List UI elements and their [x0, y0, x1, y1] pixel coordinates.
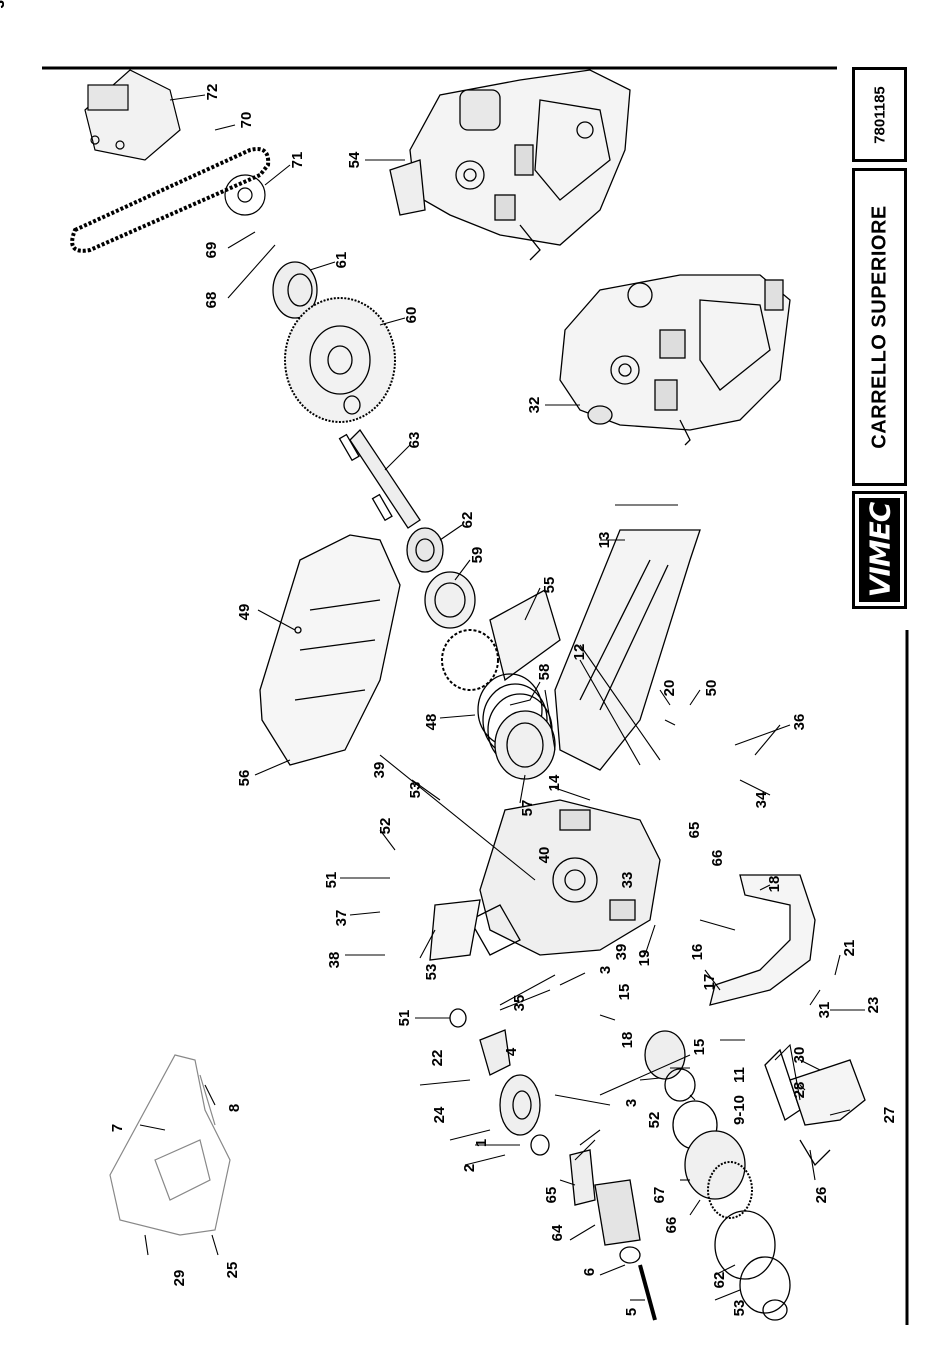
callout-label: 6 — [581, 1268, 598, 1276]
callout-label: 69 — [203, 242, 220, 259]
callout-label: 65 — [543, 1187, 560, 1204]
callout-label: 32 — [526, 397, 543, 414]
callout-label: 33 — [619, 872, 636, 889]
assembly-40-drawing — [390, 70, 630, 260]
brand-logo-text: VIMEC — [863, 503, 896, 598]
title-box: CARRELLO SUPERIORE — [852, 168, 907, 486]
callout-label: 54 — [346, 151, 363, 168]
gear-train-drawing — [273, 262, 420, 528]
cover-49-drawing — [260, 535, 400, 765]
callout-label: 30 — [791, 1047, 808, 1064]
callout-label: 62 — [711, 1272, 728, 1289]
callout-label: 48 — [423, 714, 440, 731]
assembly-33-drawing — [560, 275, 790, 445]
callout-label: 53 — [407, 782, 424, 799]
callout-label: 31 — [816, 1002, 833, 1019]
callout-label: 18 — [766, 876, 783, 893]
callout-label: 17 — [701, 974, 718, 991]
callout-label: 24 — [431, 1106, 448, 1123]
callout-label: 19 — [636, 950, 653, 967]
callout-label: 39 — [371, 762, 388, 779]
callout-label: 62 — [459, 512, 476, 529]
callout-label: 3 — [623, 1099, 640, 1107]
lower-shaft-drawing — [450, 1009, 655, 1320]
callout-label: 65 — [686, 822, 703, 839]
callout-label: 27 — [881, 1107, 898, 1124]
callout-label: 4 — [503, 1047, 520, 1056]
callout-label: 56 — [236, 770, 253, 787]
callout-label: 38 — [0, 0, 8, 8]
callout-label: 18 — [619, 1032, 636, 1049]
callout-label: 57 — [519, 800, 536, 817]
callout-label: 49 — [236, 604, 253, 621]
callout-label: 40 — [536, 847, 553, 864]
callout-label: 72 — [204, 84, 221, 101]
callout-label: 9-10 — [731, 1095, 748, 1125]
callout-label: 71 — [289, 152, 306, 169]
callout-label: 58 — [536, 664, 553, 681]
bracket-21-drawing — [710, 875, 815, 1005]
drawing-code: 7801185 — [871, 86, 888, 144]
callout-label: 63 — [406, 432, 423, 449]
callout-label: 60 — [403, 307, 420, 324]
callout-label: 8 — [226, 1104, 243, 1112]
callout-label: 5 — [623, 1308, 640, 1316]
callout-label: 53 — [423, 964, 440, 981]
callout-label: 36 — [791, 714, 808, 731]
callout-label: 64 — [549, 1224, 566, 1241]
callout-label: 16 — [689, 944, 706, 961]
callout-label: 13 — [596, 532, 613, 549]
callout-label: 20 — [661, 680, 678, 697]
callout-label: 61 — [333, 252, 350, 269]
callout-label: 59 — [469, 547, 486, 564]
callout-label: 50 — [703, 680, 720, 697]
callout-label: 52 — [646, 1112, 663, 1129]
callout-label: 70 — [238, 112, 255, 129]
callout-label: 2 — [461, 1164, 478, 1172]
callout-label: 66 — [663, 1217, 680, 1234]
callout-label: 22 — [429, 1050, 446, 1067]
callout-label: 68 — [203, 292, 220, 309]
callout-label: 12 — [571, 644, 588, 661]
callout-label: 11 — [731, 1067, 748, 1083]
callout-label: 52 — [377, 818, 394, 835]
callout-label: 7 — [109, 1124, 126, 1132]
callout-label: 25 — [224, 1262, 241, 1279]
callout-label: 51 — [396, 1010, 413, 1027]
callout-label: 51 — [323, 872, 340, 889]
callout-label: 34 — [753, 791, 770, 808]
callout-label: 53 — [731, 1300, 748, 1317]
callout-label: 29 — [171, 1270, 188, 1287]
brand-logo-box: VIMEC — [852, 491, 907, 609]
callout-label: 21 — [841, 940, 858, 957]
callout-label: 35 — [511, 995, 528, 1012]
callout-label: 26 — [813, 1187, 830, 1204]
drawing-title: CARRELLO SUPERIORE — [868, 205, 891, 448]
spring-group-drawing — [478, 674, 555, 779]
callout-label: 23 — [865, 997, 882, 1014]
drawing-code-box: 7801185 — [852, 67, 907, 162]
chain-drawing — [72, 70, 268, 251]
callout-label: 28 — [791, 1082, 808, 1099]
callout-label: 15 — [691, 1039, 708, 1056]
callout-label: 67 — [651, 1187, 668, 1204]
callout-label: 37 — [333, 910, 350, 927]
callout-label: 15 — [616, 984, 633, 1001]
callout-label: 38 — [326, 952, 343, 969]
callout-label: 39 — [613, 944, 630, 961]
callout-label: 3 — [597, 966, 614, 974]
callout-label: 55 — [541, 577, 558, 594]
callout-label: 14 — [546, 774, 563, 791]
bracket-29-drawing — [110, 1055, 230, 1235]
brand-logo: VIMEC — [859, 498, 900, 602]
callout-label: 66 — [709, 850, 726, 867]
callout-label: 1 — [473, 1139, 490, 1147]
